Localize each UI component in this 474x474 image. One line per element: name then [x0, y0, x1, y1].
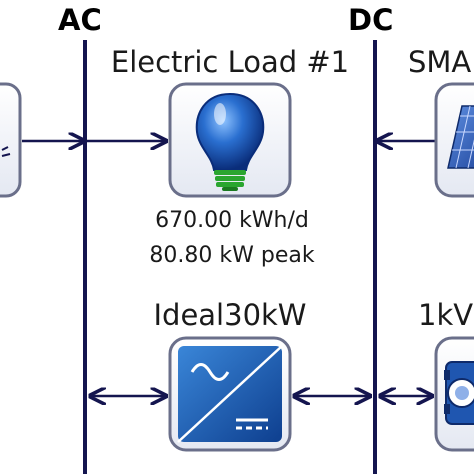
generator-tile[interactable]: [0, 82, 22, 198]
battery-icon: [444, 361, 474, 425]
lightbulb-icon: [195, 92, 265, 191]
converter-tile[interactable]: [168, 336, 292, 452]
pv-label: SMA: [408, 45, 471, 79]
battery-tile[interactable]: [434, 336, 474, 452]
converter-label: Ideal30kW: [153, 298, 306, 332]
pv-tile[interactable]: [434, 82, 474, 198]
generator-icon: [1, 146, 11, 157]
converter-icon: [177, 345, 283, 443]
solar-panel-icon: [447, 105, 474, 169]
ac-bus-label: AC: [58, 3, 102, 37]
dc-bus-label: DC: [348, 3, 393, 37]
load-peak-text: 80.80 kW peak: [149, 243, 314, 268]
electric-load-label: Electric Load #1: [111, 45, 349, 79]
battery-label: 1kV: [418, 298, 473, 332]
load-energy-text: 670.00 kWh/d: [155, 208, 309, 233]
electric-load-tile[interactable]: [168, 82, 292, 198]
